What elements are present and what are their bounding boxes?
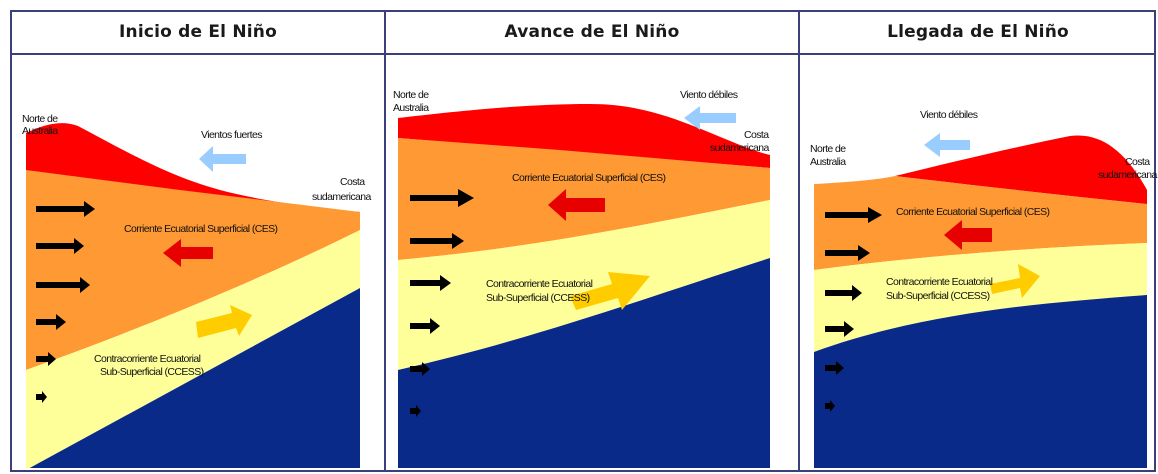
surface-current-arrow (944, 220, 992, 250)
wind-label: Vientos fuertes (201, 129, 262, 141)
deep-water-layer (29, 288, 360, 468)
panel-avance: Norte de Australia Viento débiles Costa … (393, 89, 770, 468)
surface-current-layer (814, 176, 1147, 270)
east-label-line2: sudamericana (1098, 169, 1158, 181)
panel-title-avance: Avance de El Niño (504, 22, 680, 42)
surface-current-label: Corriente Ecuatorial Superficial (CES) (512, 172, 666, 184)
push-arrow (36, 352, 56, 366)
undercurrent-arrow (990, 264, 1040, 298)
wind-label: Viento débiles (680, 89, 738, 101)
panel-llegada: Norte de Australia Viento débiles Costa … (810, 109, 1158, 468)
east-label-line1: Costa (1125, 156, 1150, 168)
wind-arrow (924, 133, 970, 157)
panel-divider (384, 12, 386, 470)
undercurrent-label-line1: Contracorriente Ecuatorial (486, 278, 593, 290)
undercurrent-label-line1: Contracorriente Ecuatorial (886, 276, 993, 288)
east-label-line1: Costa (340, 176, 365, 188)
wind-arrow (684, 106, 736, 130)
push-arrow (36, 277, 90, 293)
push-arrow (410, 405, 421, 417)
push-arrow (825, 400, 835, 412)
undercurrent-label-line1: Contracorriente Ecuatorial (94, 353, 201, 365)
undercurrent-arrow (570, 272, 650, 310)
push-arrow (410, 189, 474, 207)
push-arrow (825, 321, 854, 337)
west-label-line1: Norte de (22, 113, 58, 125)
push-arrow (410, 233, 464, 249)
push-arrow (825, 245, 870, 261)
west-label-line1: Norte de (810, 143, 846, 155)
surface-current-arrow (548, 189, 605, 221)
push-arrow (36, 314, 66, 330)
surface-current-arrow (163, 239, 213, 267)
deep-water-layer (814, 295, 1147, 468)
push-arrow (36, 391, 47, 403)
west-label-line2: Australia (810, 156, 846, 168)
push-arrow (410, 362, 430, 376)
push-arrow (410, 318, 440, 334)
east-label-line2: sudamericana (710, 142, 770, 154)
wind-arrow (199, 146, 246, 172)
undercurrent-label-line2: Sub-Superficial (CCESS) (886, 290, 990, 302)
wind-label: Viento débiles (920, 109, 978, 121)
warm-water-layer (398, 104, 770, 168)
undercurrent-label-line2: Sub-Superficial (CCESS) (100, 366, 204, 378)
west-label-line2: Australia (393, 102, 429, 114)
west-label-line1: Norte de (393, 89, 429, 101)
panel-inicio: Norte de Australia Vientos fuertes Costa… (22, 113, 372, 468)
undercurrent-layer (814, 243, 1147, 352)
undercurrent-layer (398, 200, 770, 370)
push-arrow (825, 207, 882, 223)
east-label-line2: sudamericana (312, 191, 372, 203)
surface-current-label: Corriente Ecuatorial Superficial (CES) (124, 223, 278, 235)
undercurrent-label-line2: Sub-Superficial (CCESS) (486, 292, 590, 304)
surface-current-label: Corriente Ecuatorial Superficial (CES) (896, 206, 1050, 218)
panel-divider (798, 12, 800, 470)
push-arrow (825, 285, 862, 301)
panel-title-inicio: Inicio de El Niño (119, 22, 277, 42)
warm-water-layer (895, 135, 1147, 204)
diagram-frame: Inicio de El Niño Avance de El Niño Lleg… (10, 10, 1156, 472)
header-row (12, 12, 1154, 55)
deep-water-layer (398, 258, 770, 468)
push-arrow (36, 201, 95, 217)
undercurrent-layer (26, 230, 360, 468)
west-label-line2: Australia (22, 125, 58, 137)
surface-current-layer (26, 170, 360, 370)
undercurrent-arrow (196, 305, 252, 338)
push-arrow (36, 238, 84, 254)
panel-title-llegada: Llegada de El Niño (887, 22, 1069, 42)
east-label-line1: Costa (744, 129, 769, 141)
push-arrow (410, 275, 451, 291)
push-arrow (825, 361, 844, 375)
